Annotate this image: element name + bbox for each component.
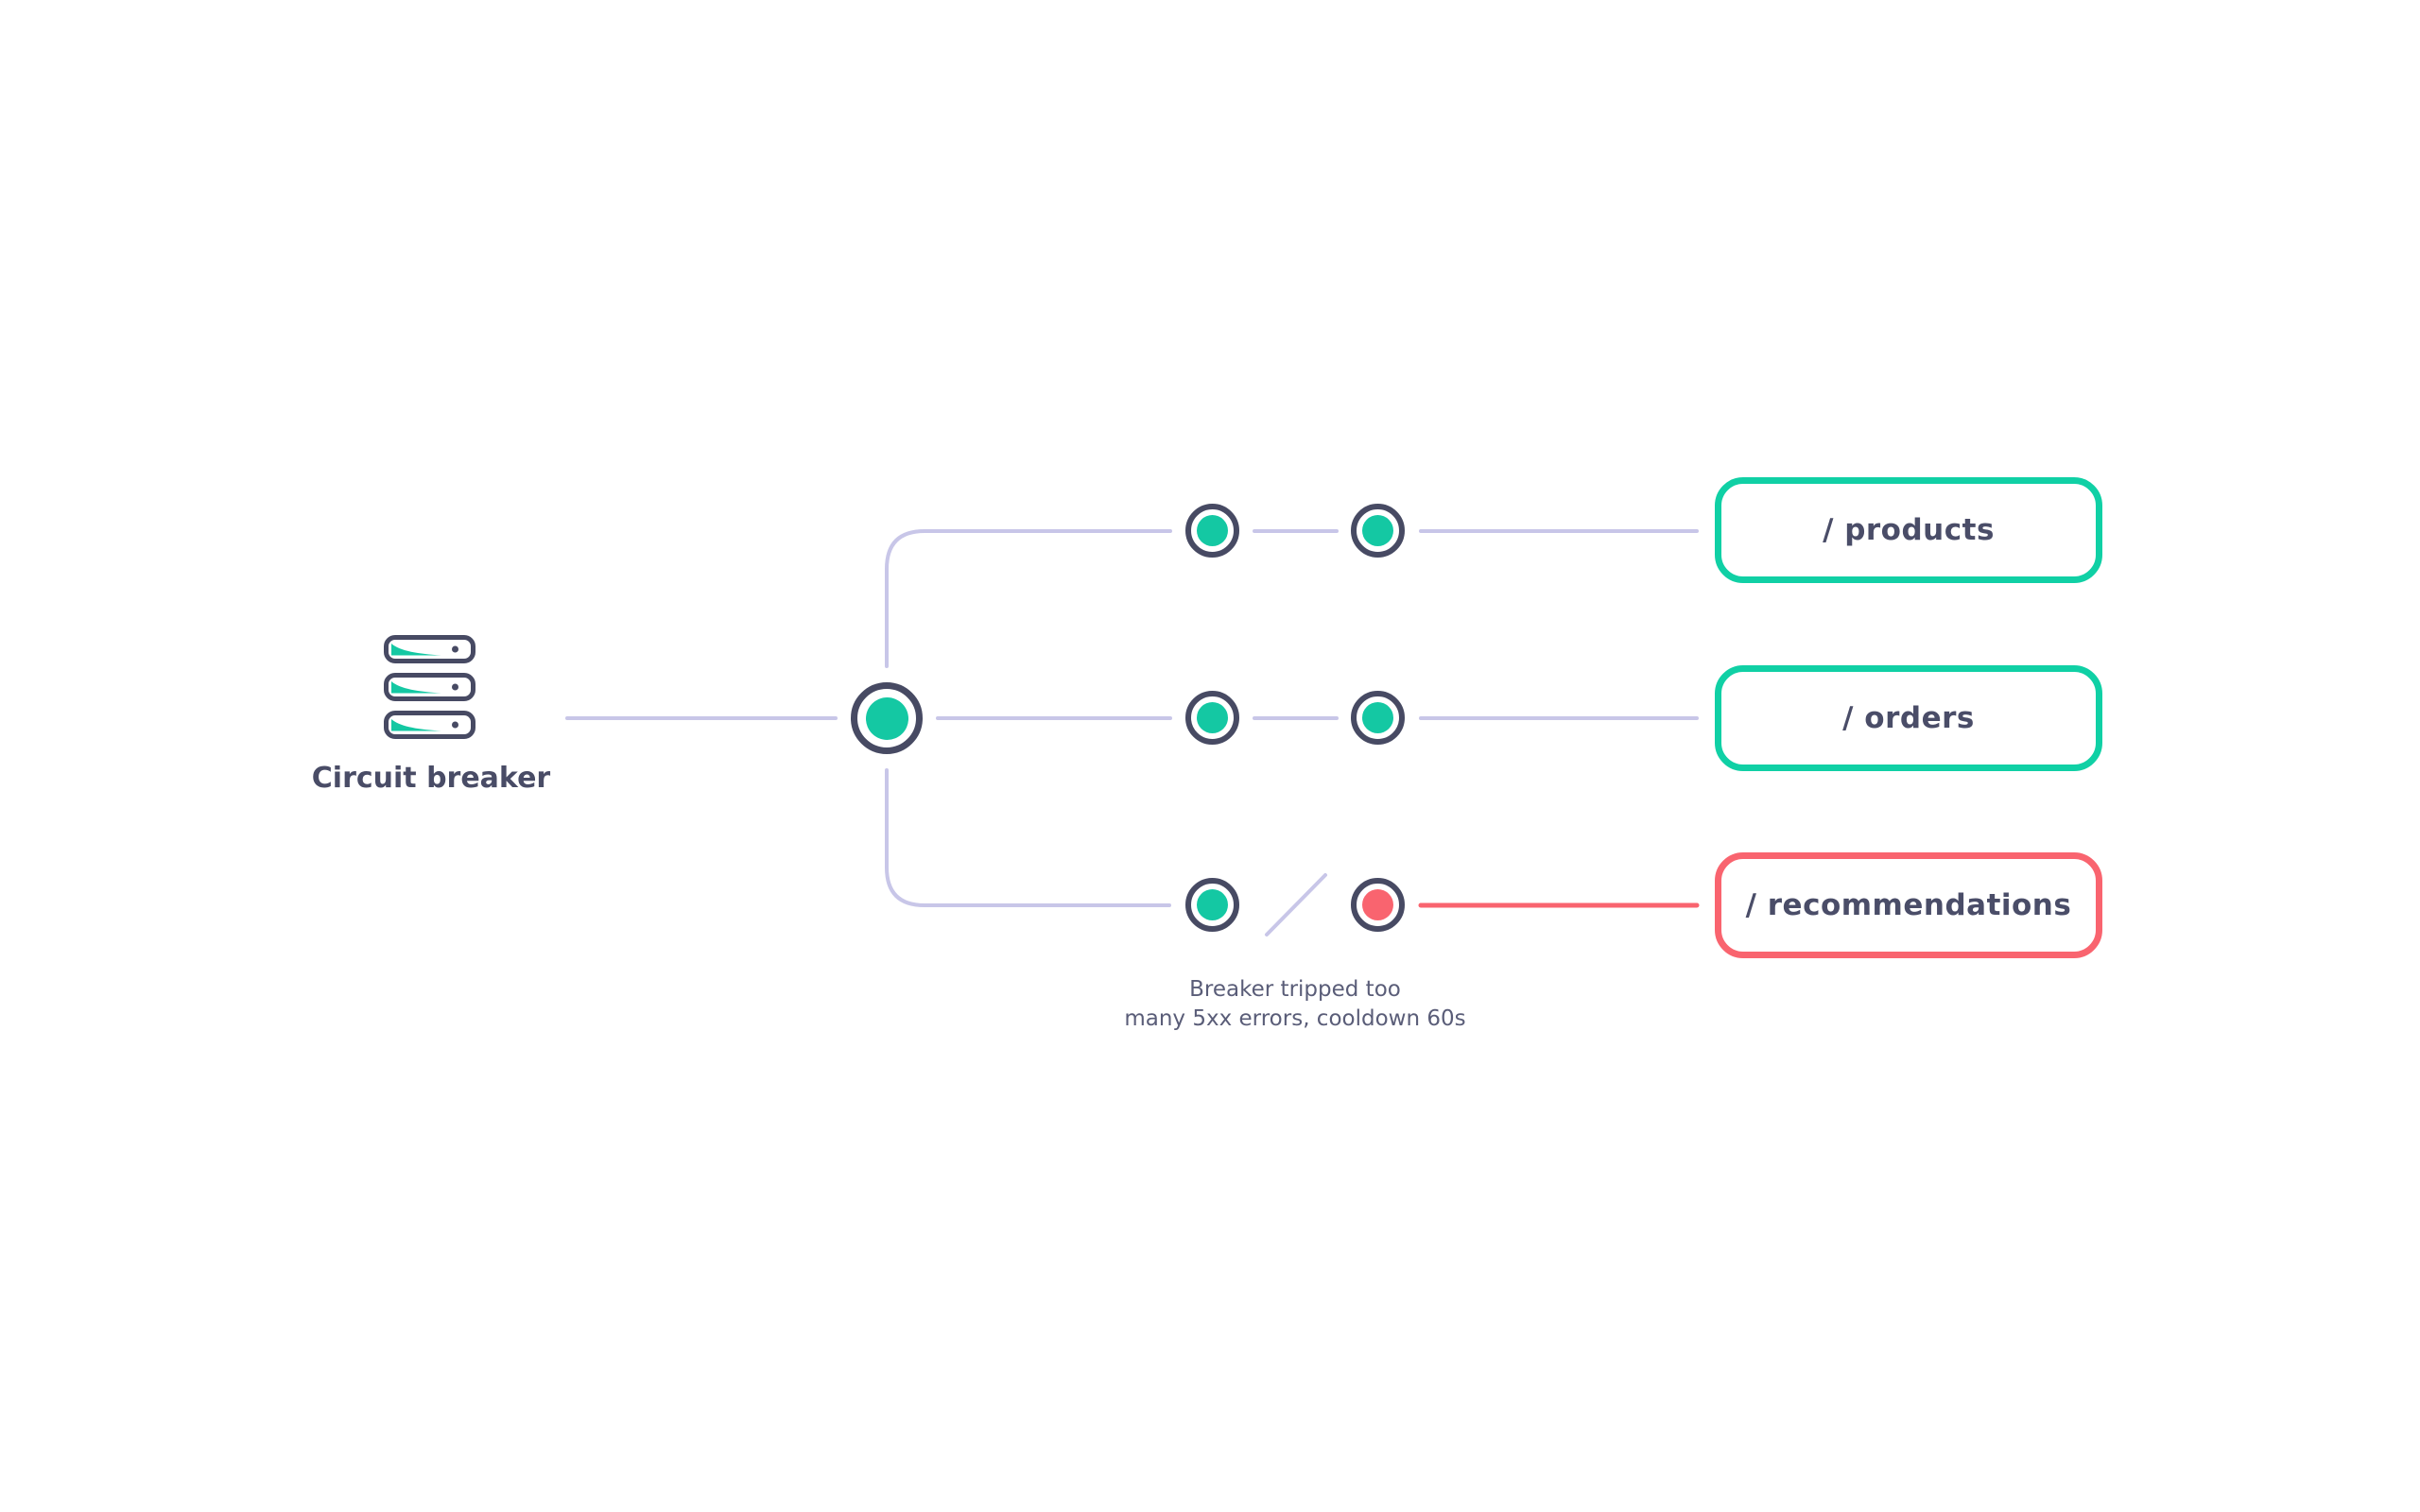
server-bar (384, 711, 475, 739)
hub-node-core (865, 696, 908, 740)
endpoint-recommendations: / recommendations (1715, 852, 2102, 958)
breaker-note: Breaker tripped too many 5xx errors, coo… (1106, 975, 1484, 1034)
server-led-dot (452, 645, 458, 653)
hub-node (851, 682, 923, 754)
server-bar (384, 635, 475, 663)
checkpoint-core (1197, 702, 1228, 733)
checkpoint-core (1197, 889, 1228, 920)
server-bar (384, 673, 475, 701)
recommendations-checkpoint-1 (1185, 878, 1239, 932)
wire-hub-to-recommendations-branch (885, 768, 1171, 907)
products-checkpoint-2 (1351, 504, 1405, 558)
activity-wedge-icon (391, 644, 441, 656)
breaker-note-line2: many 5xx errors, cooldown 60s (1124, 1006, 1466, 1031)
orders-checkpoint-2 (1351, 691, 1405, 745)
broken-wire-slash-icon (1265, 873, 1327, 936)
endpoint-products: / products (1715, 477, 2102, 583)
checkpoint-core (1197, 515, 1228, 546)
checkpoint-core (1362, 515, 1393, 546)
gateway-label: Circuit breaker (311, 762, 551, 795)
products-checkpoint-1 (1185, 504, 1239, 558)
orders-checkpoint-1 (1185, 691, 1239, 745)
checkpoint-core (1362, 702, 1393, 733)
endpoint-label: / recommendations (1745, 888, 2072, 922)
endpoint-label: / products (1823, 513, 1995, 547)
server-led-dot (452, 683, 458, 691)
activity-wedge-icon (391, 681, 441, 694)
activity-wedge-icon (391, 719, 441, 731)
breaker-note-line1: Breaker tripped too (1189, 977, 1401, 1002)
checkpoint-core (1362, 889, 1393, 920)
endpoint-label: / orders (1842, 701, 1975, 735)
server-led-dot (452, 721, 458, 729)
endpoint-orders: / orders (1715, 665, 2102, 771)
wire-hub-to-products-branch (885, 529, 1172, 668)
recommendations-checkpoint-tripped (1351, 878, 1405, 932)
